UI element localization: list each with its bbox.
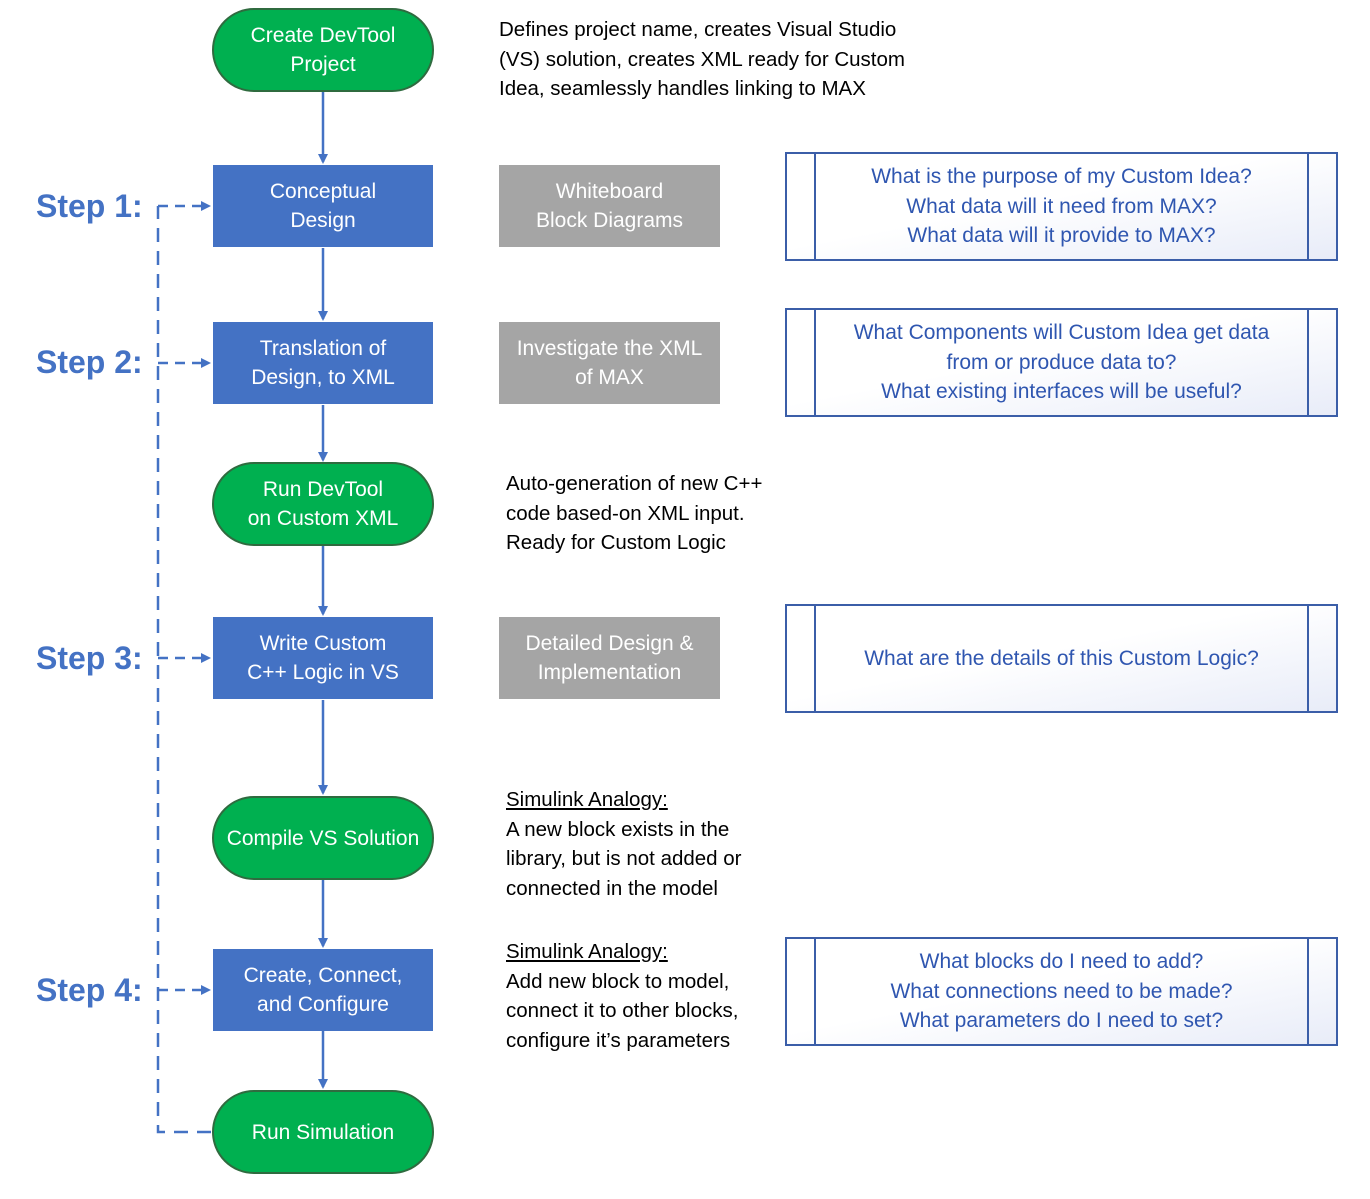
activity-label-line: Detailed Design & [525,632,694,655]
note-heading: Simulink Analogy: [506,940,668,963]
note-line: Idea, seamlessly handles linking to MAX [499,77,866,100]
note-line: connected in the model [506,876,718,900]
node-label-line: Conceptual [269,180,377,203]
activity-label-line: Whiteboard [555,180,664,203]
note-line: Ready for Custom Logic [506,531,726,554]
note-line: library, but is not added or [506,847,742,870]
node-label-line: Design [290,209,356,232]
question-line: What Components will Custom Idea get dat… [853,321,1270,345]
question-line: What existing interfaces will be useful? [881,380,1242,404]
node-compile-vs-solution: Compile VS Solution [212,796,434,880]
note-line: Defines project name, creates Visual Stu… [499,18,897,41]
note-line: configure it’s parameters [506,1028,731,1052]
activity-label-line: of MAX [575,366,644,389]
question-line: What are the details of this Custom Logi… [864,646,1259,670]
note-compile-analogy: Simulink Analogy: A new block exists in … [506,785,742,903]
node-label-line: Run DevTool [262,478,384,501]
questions-step-3: What are the details of this Custom Logi… [785,604,1338,713]
question-line: What data will it provide to MAX? [907,224,1216,248]
step-3-label: Step 3: [36,640,143,676]
question-line: What blocks do I need to add? [919,950,1204,974]
note-line: A new block exists in the [506,817,730,841]
node-label-line: on Custom XML [247,507,399,530]
question-line: What connections need to be made? [890,979,1233,1003]
node-label-line: Translation of [259,337,387,360]
note-line: connect it to other blocks, [506,999,739,1022]
node-run-devtool: Run DevTool on Custom XML [212,462,434,546]
node-label-line: Create DevTool [250,24,396,47]
feedback-loop-line [156,206,211,1134]
node-write-custom-logic: Write Custom C++ Logic in VS [213,617,433,699]
node-label-line: Create, Connect, [243,964,403,987]
node-conceptual-design: Conceptual Design [213,165,433,247]
activity-label-line: Investigate the XML [516,337,703,360]
node-run-simulation: Run Simulation [212,1090,434,1174]
activity-label-line: Implementation [537,661,682,684]
note-run-devtool: Auto-generation of new C++ code based-on… [506,469,762,558]
questions-step-1: What is the purpose of my Custom Idea? W… [785,152,1338,261]
node-create-connect-configure: Create, Connect, and Configure [213,949,433,1031]
note-heading: Simulink Analogy: [506,788,668,811]
note-line: (VS) solution, creates XML ready for Cus… [499,47,905,71]
note-line: Add new block to model, [506,969,730,993]
activity-whiteboard: Whiteboard Block Diagrams [499,165,720,247]
node-label-line: Project [290,53,356,76]
activity-investigate-xml: Investigate the XML of MAX [499,322,720,404]
questions-step-4: What blocks do I need to add? What conne… [785,937,1338,1046]
note-create-project: Defines project name, creates Visual Stu… [499,15,905,104]
question-line: from or produce data to? [946,350,1177,374]
question-line: What parameters do I need to set? [899,1009,1224,1033]
node-label-line: C++ Logic in VS [247,661,399,684]
note-line: code based-on XML input. [506,501,745,525]
questions-step-2: What Components will Custom Idea get dat… [785,308,1338,417]
node-label-line: and Configure [257,993,389,1016]
question-line: What is the purpose of my Custom Idea? [871,165,1252,189]
node-translation-to-xml: Translation of Design, to XML [213,322,433,404]
node-label-line: Write Custom [259,632,387,655]
activity-detailed-design: Detailed Design & Implementation [499,617,720,699]
note-create-connect-analogy: Simulink Analogy: Add new block to model… [506,937,738,1055]
step-4-label: Step 4: [36,972,143,1008]
node-label-line: Design, to XML [251,366,395,389]
step-1-label: Step 1: [36,188,143,224]
note-line: Auto-generation of new C++ [506,472,763,495]
activity-label-line: Block Diagrams [535,209,684,232]
step-2-label: Step 2: [36,344,143,380]
question-line: What data will it need from MAX? [906,194,1217,218]
node-label-line: Run Simulation [251,1120,395,1144]
node-label-line: Compile VS Solution [226,826,420,850]
node-create-devtool-project: Create DevTool Project [212,8,434,92]
